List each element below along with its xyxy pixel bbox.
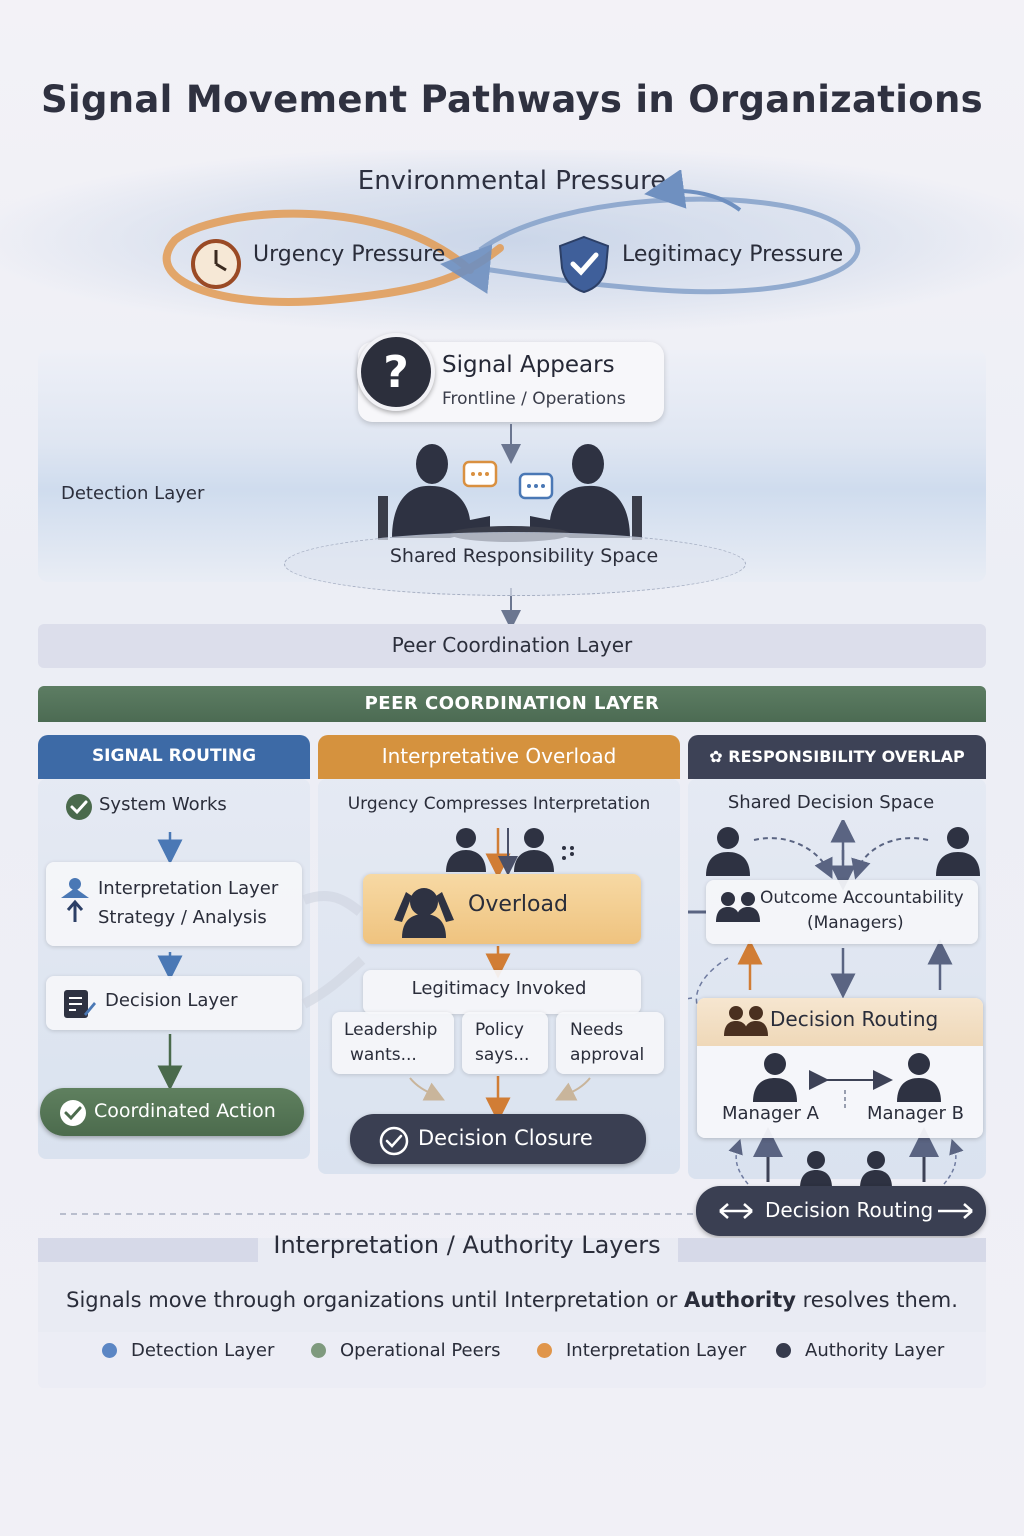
- manager-a-icon: [753, 1053, 797, 1102]
- person-pair-icon: [446, 828, 574, 872]
- peer-coordination-strip: [38, 624, 986, 668]
- manager-right-icon: [936, 827, 980, 876]
- interpretation-tab-left: [38, 1238, 258, 1262]
- responsibility-overlap-title: RESPONSIBILITY OVERLAP: [728, 747, 965, 766]
- decision-closure-label: Decision Closure: [418, 1126, 593, 1150]
- decision-routing-card-title: Decision Routing: [770, 1007, 939, 1031]
- person-arrow-icon: [61, 878, 89, 922]
- coordinated-action-label: Coordinated Action: [94, 1100, 276, 1122]
- legend: [38, 1332, 986, 1388]
- legend-item-interpretation: Interpretation Layer: [537, 1340, 746, 1361]
- needs-approval-card: [556, 1012, 664, 1074]
- signal-title: Signal Appears: [442, 352, 615, 378]
- outcome-accountability-label: Outcome Accountability: [760, 888, 964, 908]
- interpretation-layer-label: Interpretation Layer: [98, 878, 279, 899]
- pressure-loop-arrows: [162, 170, 861, 306]
- group-people-icon: [800, 1151, 892, 1188]
- check-circle-icon: [60, 1100, 86, 1126]
- needs-approval-line2: approval: [570, 1045, 645, 1065]
- network-icon: ✿: [709, 747, 723, 766]
- shared-decision-space-label: Shared Decision Space: [727, 792, 935, 813]
- legitimacy-invoked-label: Legitimacy Invoked: [411, 978, 587, 999]
- legend-dot: [776, 1343, 791, 1358]
- legend-label: Interpretation Layer: [566, 1340, 747, 1361]
- strategy-analysis-label: Strategy / Analysis: [98, 907, 267, 928]
- decision-layer-card: [46, 976, 302, 1030]
- legitimacy-invoked-card: [363, 970, 641, 1014]
- peer-coordination-banner-label: PEER COORDINATION LAYER: [364, 693, 660, 714]
- clock-icon: [191, 239, 241, 289]
- bidirectional-arrow-icon: [719, 1203, 753, 1219]
- document-edit-icon: [64, 990, 96, 1018]
- summary-bold: Authority: [684, 1288, 796, 1312]
- manager-left-icon: [706, 827, 750, 876]
- legend-dot: [102, 1343, 117, 1358]
- legend-dot: [537, 1343, 552, 1358]
- policy-says-line2: says...: [475, 1045, 530, 1065]
- interpretative-overload-header: Interpretative Overload: [318, 735, 680, 779]
- person-right-icon: [530, 444, 642, 540]
- responsibility-overlap-header: ✿ RESPONSIBILITY OVERLAP: [688, 735, 986, 779]
- shared-responsibility-label: Shared Responsibility Space: [389, 545, 659, 567]
- leadership-wants-line2: wants...: [350, 1045, 417, 1065]
- speech-bubble-blue-icon: [518, 472, 554, 500]
- question-icon: ?: [357, 333, 435, 411]
- interpretation-layer-card: [46, 862, 302, 946]
- summary-text: Signals move through organizations until…: [38, 1288, 986, 1312]
- interpretation-tab-right: [678, 1238, 986, 1262]
- manager-exchange-graphics: [753, 1053, 941, 1108]
- managers-label: (Managers): [807, 913, 904, 933]
- legend-dot: [311, 1343, 326, 1358]
- urgency-compresses-label: Urgency Compresses Interpretation: [347, 794, 651, 814]
- leadership-wants-line1: Leadership: [344, 1020, 438, 1040]
- detection-scene: [378, 424, 642, 630]
- decision-routing-card-header: [697, 998, 983, 1046]
- manager-a-label: Manager A: [722, 1103, 819, 1124]
- check-circle-outline-icon: [379, 1126, 409, 1156]
- signal-routing-header: SIGNAL ROUTING: [38, 735, 310, 779]
- legend-label: Authority Layer: [805, 1340, 945, 1361]
- environment-title: Environmental Pressure: [357, 166, 667, 196]
- check-circle-icon: [66, 794, 92, 820]
- summary-part2: resolves them.: [795, 1288, 958, 1312]
- decision-routing-pill-label: Decision Routing: [765, 1198, 934, 1222]
- overload-label: Overload: [468, 892, 568, 917]
- managers-pair-icon: [724, 1006, 768, 1036]
- signal-subtitle: Frontline / Operations: [442, 389, 626, 409]
- shared-responsibility-ellipse: [284, 532, 746, 596]
- policy-says-card: [462, 1012, 548, 1074]
- urgency-pressure-label: Urgency Pressure: [253, 242, 446, 267]
- detection-layer-label: Detection Layer: [61, 483, 205, 504]
- policy-says-line1: Policy: [475, 1020, 524, 1040]
- summary-part1: Signals move through organizations until…: [66, 1288, 685, 1312]
- system-works-label: System Works: [99, 794, 227, 815]
- speech-bubble-orange-icon: [462, 460, 498, 488]
- arrow-right-icon: [938, 1203, 973, 1219]
- interpretation-authority-title: Interpretation / Authority Layers: [273, 1231, 661, 1259]
- shield-check-icon: [558, 235, 610, 294]
- manager-b-icon: [897, 1053, 941, 1102]
- manager-b-label: Manager B: [867, 1103, 964, 1124]
- managers-pair-icon: [716, 892, 760, 922]
- legend-item-detection: Detection Layer: [102, 1340, 274, 1361]
- needs-approval-line1: Needs: [570, 1020, 624, 1040]
- legend-item-authority: Authority Layer: [776, 1340, 944, 1361]
- legend-item-operational: Operational Peers: [311, 1340, 500, 1361]
- decision-layer-label: Decision Layer: [105, 990, 238, 1011]
- signal-routing-arrows: [157, 832, 183, 1091]
- leadership-wants-card: [332, 1012, 454, 1074]
- legitimacy-pressure-label: Legitimacy Pressure: [622, 242, 844, 267]
- legend-label: Operational Peers: [340, 1340, 501, 1361]
- stressed-person-icon: [394, 888, 454, 938]
- responsibility-graphics: [688, 820, 980, 1188]
- interpretative-graphics: [409, 828, 591, 1120]
- person-left-icon: [378, 444, 490, 540]
- page-title: Signal Movement Pathways in Organization…: [41, 78, 983, 121]
- legend-label: Detection Layer: [131, 1340, 275, 1361]
- peer-coordination-strip-label: Peer Coordination Layer: [391, 633, 633, 657]
- peer-coordination-banner: [38, 686, 986, 722]
